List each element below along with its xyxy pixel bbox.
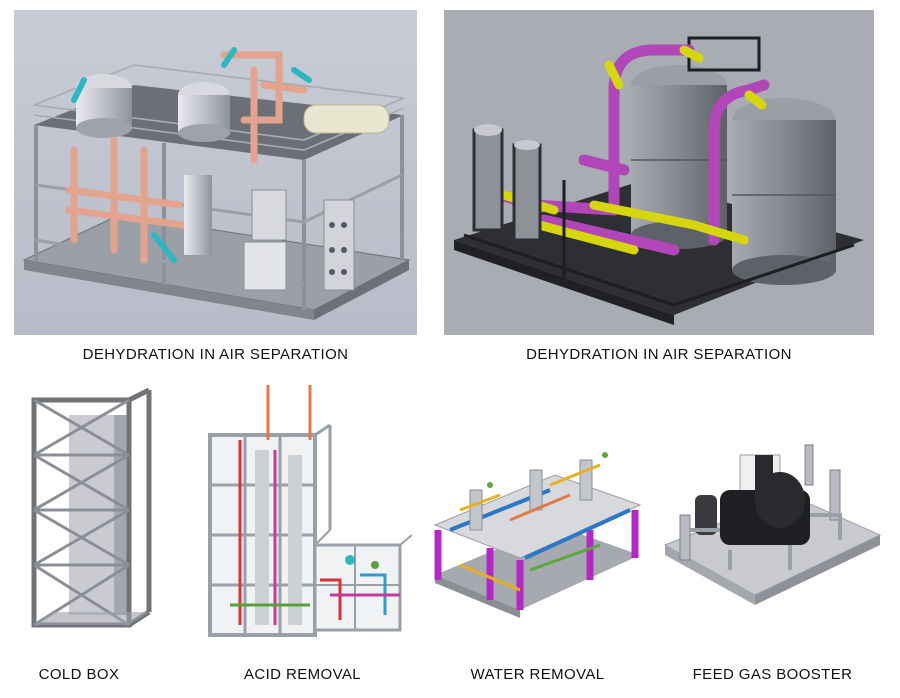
cold-box-image <box>14 380 164 650</box>
dehydration-skid-drawing-2 <box>444 10 874 335</box>
caption-dehydration-2: DEHYDRATION IN AIR SEPARATION <box>526 346 792 363</box>
acid-removal-drawing <box>200 380 415 650</box>
feed-gas-booster-image <box>660 420 885 610</box>
caption-feed-gas-booster: FEED GAS BOOSTER <box>692 666 853 683</box>
caption-dehydration-1: DEHYDRATION IN AIR SEPARATION <box>82 346 349 363</box>
acid-removal-image <box>200 380 415 650</box>
dehydration-skid-image-2 <box>444 10 874 335</box>
feed-gas-booster-drawing <box>660 420 885 610</box>
water-removal-drawing <box>430 430 645 620</box>
dehydration-skid-drawing-1 <box>14 10 417 335</box>
caption-water-removal: WATER REMOVAL <box>470 666 605 683</box>
caption-cold-box: COLD BOX <box>38 666 120 683</box>
water-removal-image <box>430 430 645 620</box>
dehydration-skid-image-1 <box>14 10 417 335</box>
cold-box-drawing <box>14 380 164 650</box>
caption-acid-removal: ACID REMOVAL <box>243 666 362 683</box>
